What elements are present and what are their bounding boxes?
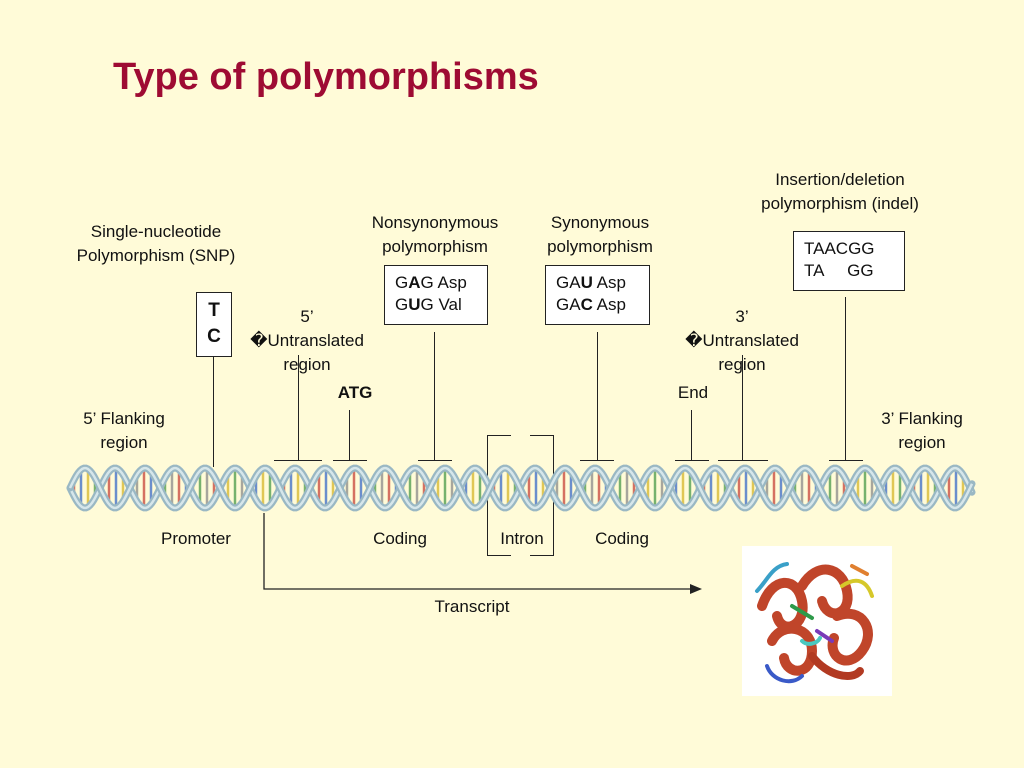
- page-title: Type of polymorphisms: [113, 56, 539, 98]
- utr5-bracket: [274, 460, 322, 461]
- snp-allele-t: T: [208, 300, 220, 321]
- atg-label: ATG: [337, 383, 373, 402]
- end-bracket: [675, 460, 709, 461]
- snp-allele-c: C: [207, 326, 221, 347]
- syn-codon-2: GAC Asp: [556, 295, 626, 314]
- nonsyn-bracket: [418, 460, 452, 461]
- syn-codon-1: GAU Asp: [556, 273, 626, 292]
- indel-box: TAACGG TA GG: [793, 231, 905, 291]
- snp-pointer: [213, 357, 214, 467]
- end-label: End: [677, 383, 709, 402]
- flank3-label: 3’ Flanking region: [881, 409, 963, 452]
- indel-label: Insertion/deletion polymorphism (indel): [761, 170, 919, 213]
- nonsyn-codon-2: GUG Val: [395, 295, 462, 314]
- end-pointer: [691, 410, 692, 460]
- utr3-label: 3’ �Untranslated region: [685, 307, 799, 374]
- nonsynonymous-box: GAG Asp GUG Val: [384, 265, 488, 325]
- nonsyn-codon-1: GAG Asp: [395, 273, 467, 292]
- syn-pointer: [597, 332, 598, 460]
- utr5-pointer: [298, 355, 299, 460]
- synonymous-box: GAU Asp GAC Asp: [545, 265, 650, 325]
- intron-bottom-right: [530, 555, 554, 556]
- utr3-bracket: [718, 460, 768, 461]
- transcript-label: Transcript: [434, 597, 510, 616]
- intron-top-left: [487, 435, 511, 436]
- atg-bracket: [333, 460, 367, 461]
- coding-label-1: Coding: [373, 529, 427, 548]
- intron-label: Intron: [500, 529, 544, 548]
- snp-label: Single-nucleotide Polymorphism (SNP): [76, 222, 236, 265]
- indel-seq-1: TAACGG: [804, 239, 875, 258]
- promoter-label: Promoter: [161, 529, 231, 548]
- indel-bracket: [829, 460, 863, 461]
- intron-top-right: [530, 435, 554, 436]
- intron-bottom-left: [487, 555, 511, 556]
- flank5-label: 5’ Flanking region: [83, 409, 165, 452]
- protein-ribbon-icon: [755, 562, 874, 684]
- atg-pointer: [349, 410, 350, 460]
- synonymous-label: Synonymous polymorphism: [547, 213, 653, 256]
- indel-pointer: [845, 297, 846, 460]
- coding-label-2: Coding: [595, 529, 649, 548]
- nonsyn-pointer: [434, 332, 435, 460]
- utr3-pointer: [742, 355, 743, 460]
- protein-structure-image: [742, 546, 892, 696]
- snp-box: T C: [196, 292, 232, 357]
- syn-bracket: [580, 460, 614, 461]
- indel-seq-2: TA GG: [804, 261, 874, 280]
- utr5-label: 5’ �Untranslated region: [250, 307, 364, 374]
- nonsynonymous-label: Nonsynonymous polymorphism: [371, 213, 499, 256]
